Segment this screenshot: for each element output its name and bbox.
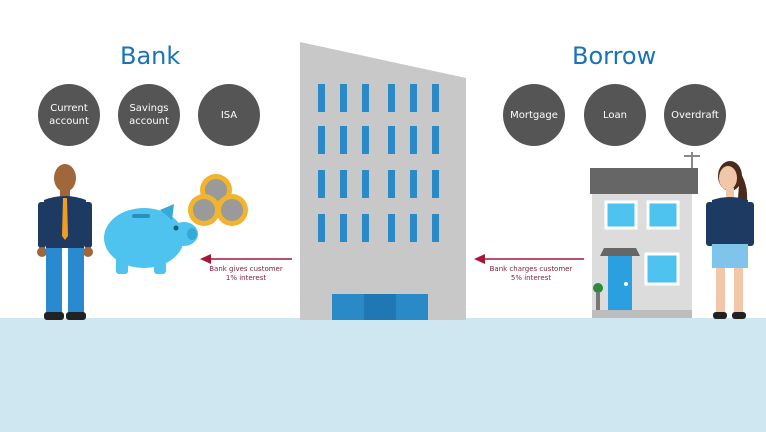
building-window [388,170,395,198]
building-window [432,84,439,112]
building-window [340,84,347,112]
bank-heading: Bank [120,42,181,70]
borrow-caption: Bank charges customer 5% interest [476,265,586,283]
borrow-caption-line1: Bank charges customer [489,265,573,273]
building-window [340,126,347,154]
building-window [432,126,439,154]
bank-caption-line1: Bank gives customer [209,265,283,273]
building-window [318,214,325,242]
bank-caption: Bank gives customer 1% interest [196,265,296,283]
building-window [362,84,369,112]
building-window [318,84,325,112]
isa-circle: ISA [198,84,260,146]
building-window [410,170,417,198]
building-window [432,170,439,198]
current-account-circle: Current account [38,84,100,146]
building-window [318,126,325,154]
piggy-bank-icon [104,204,198,274]
building-window [362,126,369,154]
man-figure-icon [37,164,93,320]
mortgage-circle: Mortgage [503,84,565,146]
coin-icon [188,174,248,226]
woman-figure-icon [706,161,754,319]
savings-account-circle: Savings account [118,84,180,146]
bank-interest-arrow [200,254,292,264]
bank-caption-line2: 1% interest [225,274,267,282]
bank-building-icon [300,42,466,320]
building-window [388,84,395,112]
building-window [410,126,417,154]
building-window [388,214,395,242]
building-window [388,126,395,154]
building-window [340,214,347,242]
building-window [340,170,347,198]
borrow-interest-arrow [474,254,584,264]
borrow-heading: Borrow [572,42,657,70]
house-icon [590,152,700,318]
building-window [410,214,417,242]
building-window [432,214,439,242]
building-window [362,214,369,242]
overdraft-circle: Overdraft [664,84,726,146]
ground [0,318,766,432]
building-window [318,170,325,198]
building-window [362,170,369,198]
building-window [410,84,417,112]
borrow-caption-line2: 5% interest [510,274,552,282]
loan-circle: Loan [584,84,646,146]
